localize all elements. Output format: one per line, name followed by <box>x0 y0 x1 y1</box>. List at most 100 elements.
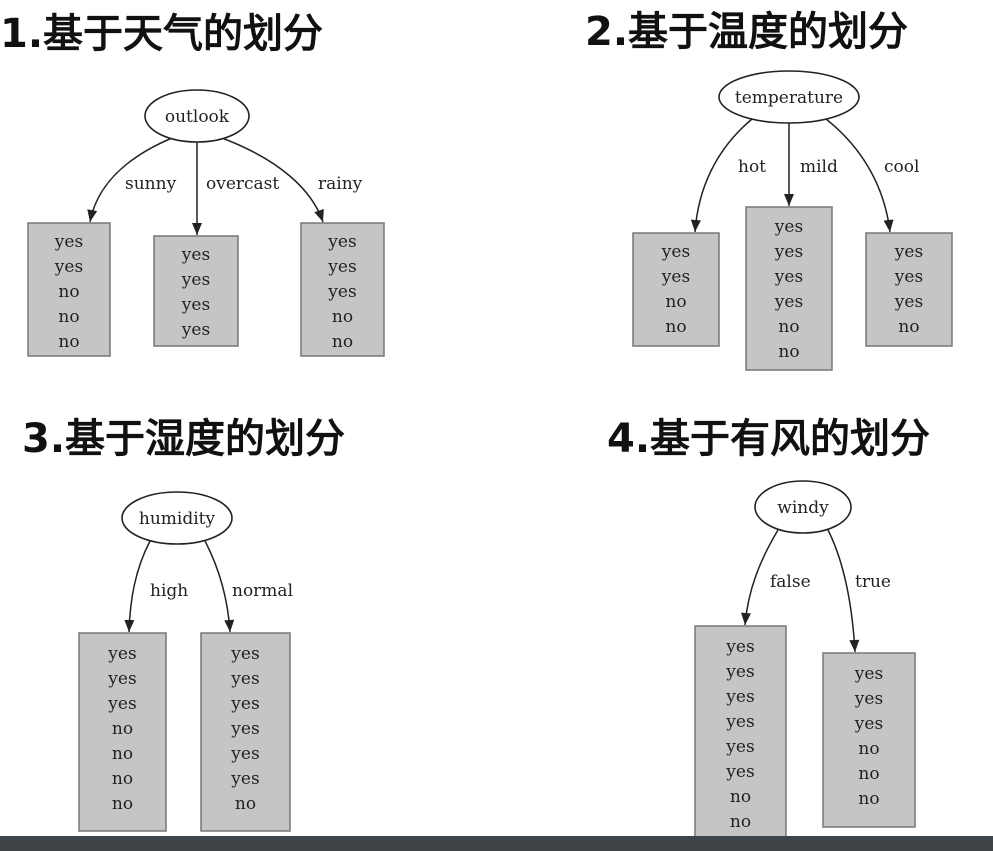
arrowhead-icon <box>883 219 894 232</box>
split-tree-1: sunny yes yes no no no overcast yes yes yes yes rai… <box>27 89 385 357</box>
leaf-value: yes <box>774 217 803 237</box>
split-tree-4: falseyesyesyesyesyesyesnonotrueyesyesyes… <box>694 480 916 851</box>
root-node-label: windy <box>777 498 829 518</box>
arrowhead-icon <box>314 209 324 222</box>
leaf-value: no <box>858 739 879 759</box>
leaf-value: yes <box>327 257 356 277</box>
leaf-value: yes <box>107 669 136 689</box>
root-node <box>121 491 233 545</box>
leaf-value: no <box>332 307 353 327</box>
leaf-value: yes <box>181 295 210 315</box>
branch-label: high <box>150 581 188 601</box>
branch-edge <box>825 118 891 233</box>
leaf-value: no <box>778 342 799 362</box>
leaf-value: no <box>58 332 79 352</box>
leaf-value: yes <box>181 245 210 265</box>
leaf-box <box>153 235 239 347</box>
bottom-bar <box>0 836 993 851</box>
leaf-value: no <box>332 332 353 352</box>
leaf-value: yes <box>894 292 923 312</box>
leaf-value: yes <box>230 744 259 764</box>
leaf-box <box>200 632 291 832</box>
panel-1-title: 1.基于天气的划分 <box>0 11 324 57</box>
leaf-value: yes <box>725 762 754 782</box>
leaf-value: no <box>778 317 799 337</box>
leaf-value: yes <box>181 320 210 340</box>
leaf-value: yes <box>230 719 259 739</box>
leaf-box <box>78 632 167 832</box>
leaf-value: yes <box>107 694 136 714</box>
leaf-value: no <box>235 794 256 814</box>
arrowhead-icon <box>192 223 202 235</box>
arrowhead-icon <box>849 639 860 652</box>
arrowhead-icon <box>224 619 235 632</box>
root-node-label: outlook <box>165 107 230 127</box>
leaf-value: yes <box>894 267 923 287</box>
split-tree-2: hot yes yes no no mild yes yes yes yes no no cool yes… <box>632 70 953 371</box>
branch-label: normal <box>232 581 293 601</box>
leaf-box <box>300 222 385 357</box>
branch-label: cool <box>884 157 919 177</box>
root-node-label: humidity <box>139 509 216 529</box>
leaf-value: yes <box>774 292 803 312</box>
panel-3-title: 3.基于湿度的划分 <box>22 416 346 462</box>
leaf-value: no <box>112 769 133 789</box>
leaf-value: yes <box>725 687 754 707</box>
leaf-box <box>27 222 111 357</box>
leaf-value: yes <box>230 769 259 789</box>
arrowhead-icon <box>87 209 98 222</box>
branch-edge <box>694 118 753 233</box>
branch-edge <box>827 529 856 653</box>
leaf-value: no <box>58 282 79 302</box>
leaf-value: yes <box>894 242 923 262</box>
leaf-value: no <box>858 764 879 784</box>
leaf-value: yes <box>327 232 356 252</box>
leaf-box <box>822 652 916 828</box>
leaf-value: yes <box>54 232 83 252</box>
leaf-value: yes <box>107 644 136 664</box>
leaf-value: yes <box>774 267 803 287</box>
branch-edge <box>204 540 231 633</box>
split-tree-3: high yes yes yes no no no no normal yes yes yes yes y… <box>78 491 293 832</box>
branch-label: hot <box>738 157 766 177</box>
leaf-value: yes <box>725 712 754 732</box>
branch-label: overcast <box>206 174 279 194</box>
leaf-value: no <box>858 789 879 809</box>
leaf-value: no <box>112 794 133 814</box>
leaf-value: no <box>665 292 686 312</box>
leaf-box <box>632 232 720 347</box>
arrowhead-icon <box>741 612 752 625</box>
leaf-value: yes <box>854 664 883 684</box>
leaf-value: no <box>898 317 919 337</box>
branch-label: true <box>855 572 891 592</box>
leaf-value: yes <box>725 637 754 657</box>
leaf-value: yes <box>854 714 883 734</box>
arrowhead-icon <box>784 194 794 206</box>
leaf-value: yes <box>725 662 754 682</box>
branch-edge <box>128 540 151 633</box>
leaf-value: yes <box>54 257 83 277</box>
leaf-value: no <box>112 719 133 739</box>
leaf-value: yes <box>661 267 690 287</box>
leaf-value: yes <box>661 242 690 262</box>
leaf-value: yes <box>230 669 259 689</box>
branch-label: mild <box>800 157 838 177</box>
leaf-value: no <box>58 307 79 327</box>
branch-label: rainy <box>318 174 363 194</box>
leaf-value: yes <box>230 644 259 664</box>
leaf-value: no <box>730 812 751 832</box>
leaf-value: yes <box>774 242 803 262</box>
leaf-value: no <box>112 744 133 764</box>
branch-label: sunny <box>125 174 177 194</box>
panel-2-title: 2.基于温度的划分 <box>585 9 909 55</box>
panel-4-title: 4.基于有风的划分 <box>607 416 931 462</box>
leaf-box <box>865 232 953 347</box>
leaf-value: yes <box>327 282 356 302</box>
leaf-value: yes <box>181 270 210 290</box>
root-node-label: temperature <box>735 88 843 108</box>
leaf-value: no <box>730 787 751 807</box>
leaf-box <box>694 625 787 851</box>
leaf-box <box>745 206 833 371</box>
arrowhead-icon <box>124 619 135 632</box>
